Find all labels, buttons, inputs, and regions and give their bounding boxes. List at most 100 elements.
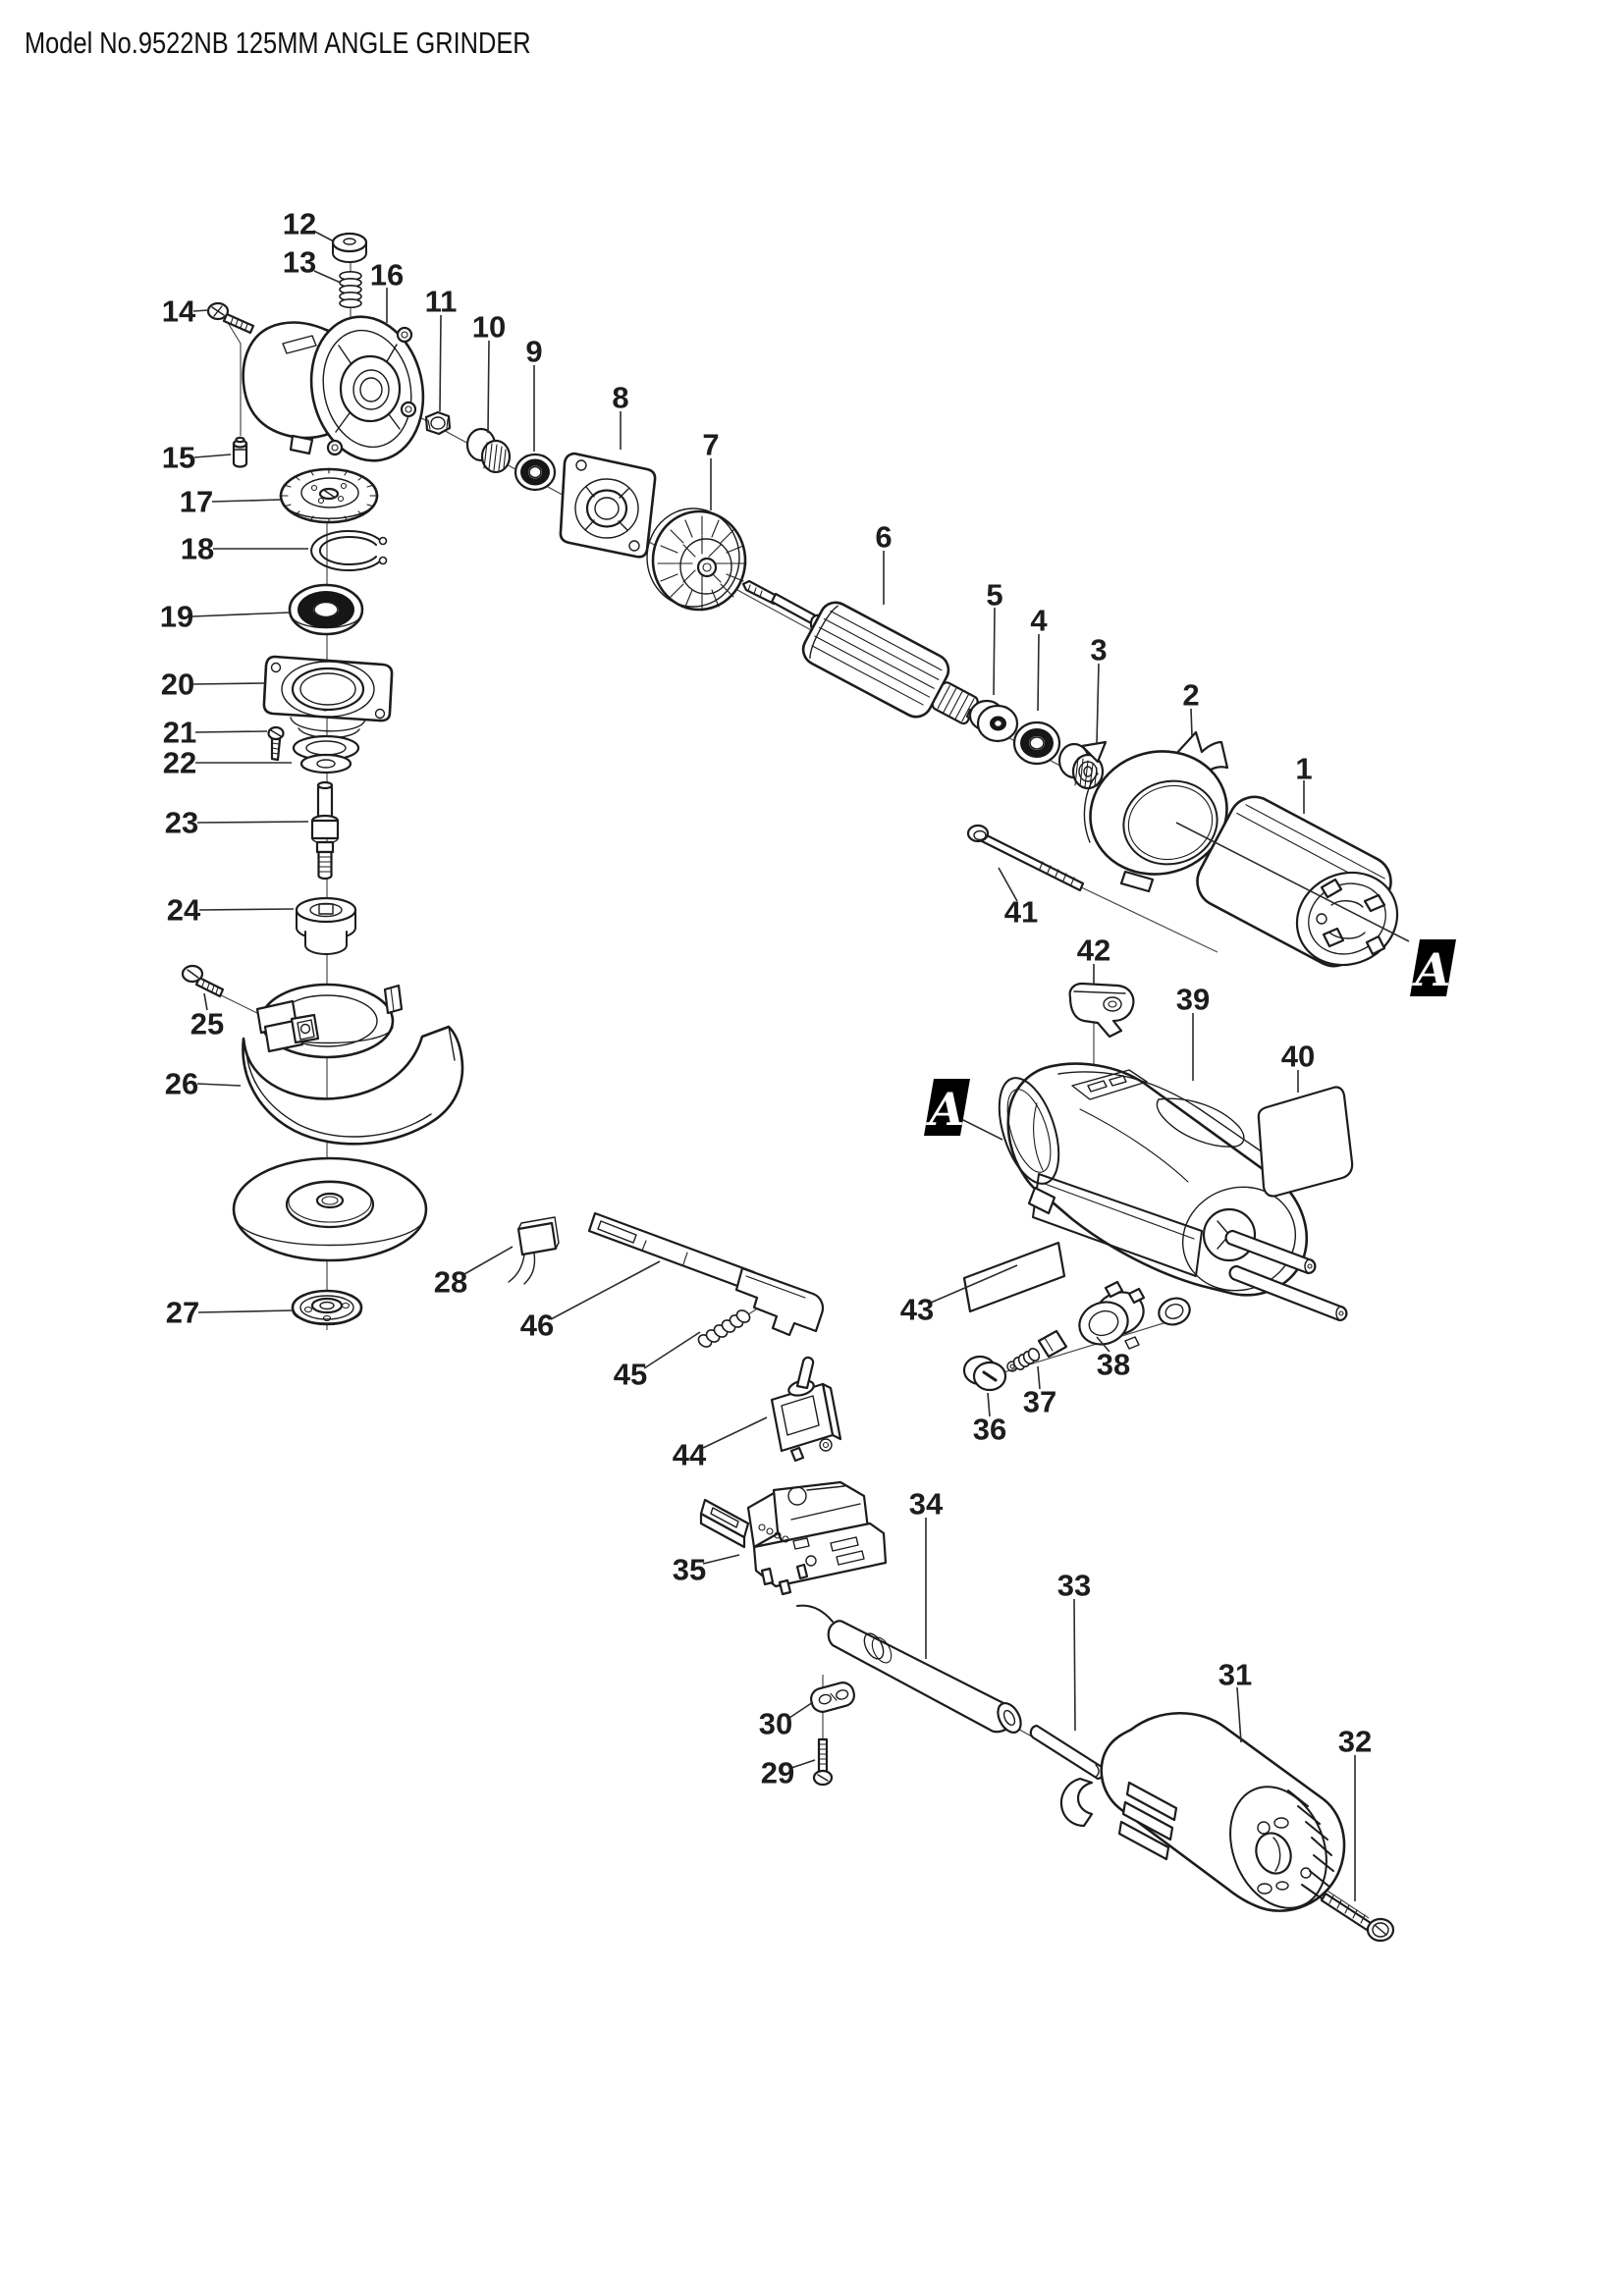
leader-23	[196, 821, 309, 824]
leader-21	[194, 730, 268, 733]
leader-45	[643, 1331, 701, 1369]
part-34-power-cord	[796, 1604, 1022, 1734]
callout-44: 44	[673, 1438, 707, 1472]
part-38-brush-holder	[1078, 1280, 1146, 1350]
section-marker-A-2: A	[1175, 822, 1456, 996]
leader-19	[191, 612, 290, 617]
leader-35	[702, 1554, 740, 1565]
part-17-bevel-gear	[279, 467, 379, 524]
leader-5	[993, 607, 996, 696]
leader-11	[439, 314, 442, 412]
part-46-slide-bar	[587, 1211, 825, 1337]
part-45-spring	[697, 1309, 751, 1348]
part-18-retaining-ring	[310, 530, 388, 571]
leader-20	[192, 682, 266, 685]
leader-10	[487, 340, 490, 434]
leader-43	[930, 1264, 1018, 1304]
part-37-carbon-brush	[1006, 1329, 1068, 1372]
part-31-rear-cover	[1059, 1712, 1346, 1912]
part-5-bearing	[968, 699, 1019, 743]
part-40-label	[1257, 1086, 1354, 1198]
section-marker-label: A	[1412, 943, 1451, 996]
callout-16: 16	[370, 258, 404, 293]
part-2-baffle-plate	[1080, 730, 1229, 893]
callout-24: 24	[167, 893, 201, 928]
callout-17: 17	[180, 485, 213, 519]
leader-30	[788, 1701, 814, 1719]
part-14-screw	[206, 301, 255, 335]
leader-25	[203, 992, 208, 1011]
part-36-brush-cap	[962, 1355, 1007, 1392]
leader-3	[1096, 663, 1100, 744]
callout-20: 20	[161, 667, 194, 702]
part-6-armature	[741, 579, 987, 726]
callout-6: 6	[875, 520, 892, 555]
callout-40: 40	[1281, 1040, 1315, 1074]
part-13-spring	[339, 270, 362, 308]
leader-4	[1037, 633, 1040, 712]
callout-12: 12	[283, 207, 316, 241]
leader-37	[1037, 1365, 1041, 1390]
callout-37: 37	[1023, 1385, 1056, 1419]
part-23-spindle	[310, 780, 340, 881]
part-8-bearing-plate	[559, 452, 657, 559]
part-24-inner-flange	[295, 896, 357, 955]
leader-41	[998, 867, 1018, 902]
callout-33: 33	[1057, 1569, 1091, 1603]
leader-14	[192, 309, 209, 312]
part-4-bearing	[1012, 721, 1061, 766]
leader-27	[197, 1309, 294, 1313]
callout-18: 18	[181, 532, 214, 566]
part-21-screw	[267, 725, 285, 762]
leader-36	[987, 1392, 991, 1417]
section-marker-leader	[960, 1118, 1003, 1141]
leader-33	[1073, 1598, 1076, 1732]
leader-29	[790, 1759, 816, 1769]
part-19-ball-bearing	[288, 583, 364, 636]
callout-2: 2	[1182, 678, 1199, 713]
callout-31: 31	[1218, 1658, 1252, 1692]
callout-11: 11	[425, 285, 458, 319]
callout-8: 8	[612, 381, 628, 415]
callout-42: 42	[1077, 934, 1110, 968]
callout-14: 14	[162, 294, 196, 329]
part-9-bearing	[514, 453, 557, 492]
part-33-cord-guard	[1029, 1724, 1106, 1781]
part-20-bearing-box	[262, 655, 394, 739]
leader-31	[1236, 1686, 1242, 1743]
part-26-wheel-guard	[242, 983, 464, 1146]
part-11-nut	[424, 410, 452, 436]
callout-32: 32	[1338, 1725, 1372, 1759]
part-30-cord-clip	[810, 1682, 855, 1713]
callout-15: 15	[162, 441, 195, 475]
callout-43: 43	[900, 1293, 934, 1327]
callout-34: 34	[909, 1487, 944, 1522]
callout-36: 36	[973, 1413, 1006, 1447]
part-25-screw	[181, 964, 225, 998]
part-22-labyrinth-washer	[292, 734, 360, 774]
callout-38: 38	[1097, 1348, 1130, 1382]
callout-layer: 1234567891011121314151617181920212223242…	[160, 207, 1456, 1901]
part-42-lock-button	[1068, 982, 1135, 1039]
part-7-fan	[646, 507, 747, 612]
callout-46: 46	[520, 1308, 554, 1343]
section-marker-leader	[1175, 822, 1410, 942]
leader-26	[196, 1083, 242, 1087]
leader-15	[193, 454, 232, 458]
callout-23: 23	[165, 806, 198, 840]
callout-10: 10	[472, 310, 506, 345]
part-43-label	[962, 1241, 1066, 1313]
callout-5: 5	[986, 578, 1002, 613]
part-35-switch-base	[699, 1480, 888, 1596]
callout-21: 21	[163, 716, 196, 750]
callout-35: 35	[673, 1553, 706, 1587]
leader-44	[702, 1416, 768, 1449]
part-32-screw	[1320, 1892, 1395, 1943]
part-27-lock-nut	[291, 1289, 363, 1326]
leader-46	[550, 1260, 661, 1320]
section-marker-A-1: A	[924, 1079, 1003, 1141]
callout-4: 4	[1030, 604, 1048, 638]
callout-41: 41	[1004, 895, 1038, 930]
part-28-capacitor	[508, 1216, 560, 1285]
